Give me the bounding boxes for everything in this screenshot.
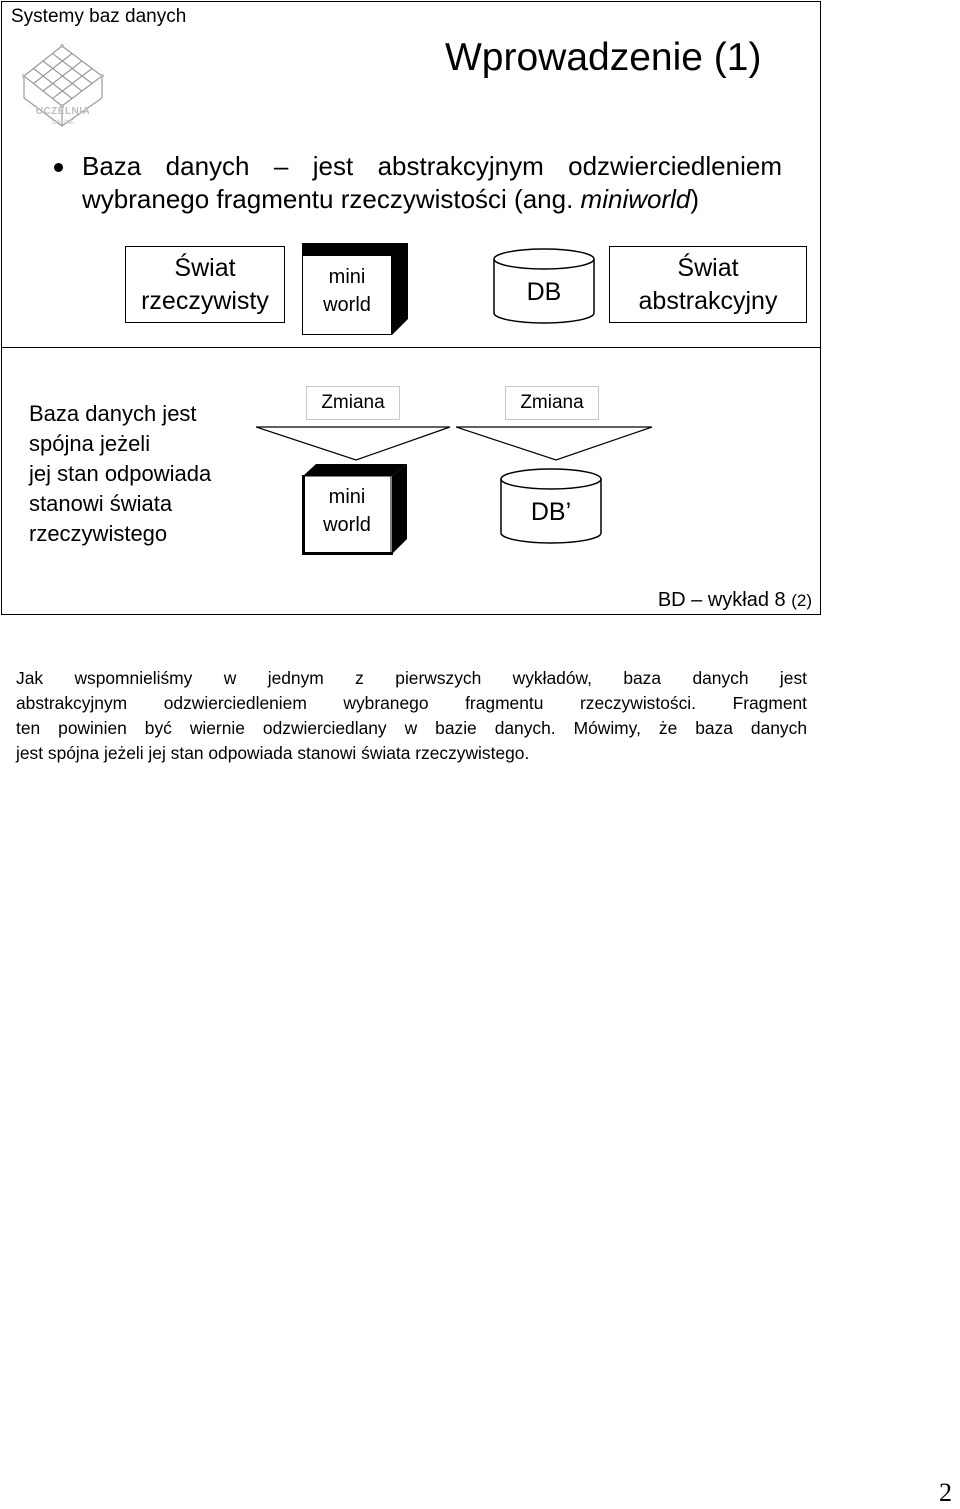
notes-line-2: abstrakcyjnym odzwierciedleniem wybraneg… — [16, 691, 807, 716]
consistency-line-2: spójna jeżeli — [29, 429, 269, 459]
abstract-world-line-2: abstrakcyjny — [639, 285, 778, 318]
bullet-line-2-close: ) — [690, 184, 699, 214]
page-number: 2 — [939, 1478, 952, 1508]
mini-world-bottom-line-1: mini — [302, 483, 392, 511]
logo-text: UCZELNIA — [28, 106, 98, 117]
mini-world-cube-bottom: mini world — [302, 463, 408, 555]
real-world-line-1: Świat — [174, 252, 235, 285]
real-world-box: Świat rzeczywisty — [125, 246, 285, 323]
bullet-line-2: wybranego fragmentu rzeczywistości (ang.… — [82, 184, 699, 214]
footer-slide-number: (2) — [791, 591, 812, 610]
db-label: DB — [492, 278, 596, 307]
mini-world-cube-top: mini world — [302, 243, 408, 335]
slide-title: Wprowadzenie (1) — [445, 36, 761, 80]
consistency-line-1: Baza danych jest — [29, 399, 269, 429]
slide-footer: BD – wykład 8 (2) — [658, 589, 812, 612]
lecture-notes: Jak wspomnieliśmy w jednym z pierwszych … — [16, 666, 807, 766]
slide-frame: Systemy baz danych UCZELNIA ONLINE Wprow… — [1, 1, 821, 615]
change-arrow-right-icon — [456, 426, 654, 462]
consistency-line-3: jej stan odpowiada — [29, 459, 269, 489]
miniworld-term: miniworld — [581, 184, 691, 214]
notes-line-4: jest spójna jeżeli jej stan odpowiada st… — [16, 743, 529, 763]
db-changed-label: DB’ — [499, 498, 603, 527]
abstract-world-line-1: Świat — [677, 252, 738, 285]
bullet-line-2-text: wybranego fragmentu rzeczywistości (ang. — [82, 184, 581, 214]
consistency-line-4: stanowi świata — [29, 489, 269, 519]
change-arrow-left-icon — [256, 426, 452, 462]
section-divider — [2, 347, 820, 348]
consistency-line-5: rzeczywistego — [29, 519, 269, 549]
bullet-dot-icon — [54, 163, 63, 172]
change-label-left: Zmiana — [306, 386, 400, 420]
notes-line-3: ten powinien być wiernie odzwierciedlany… — [16, 716, 807, 741]
consistency-text: Baza danych jest spójna jeżeli jej stan … — [29, 399, 269, 549]
notes-line-1: Jak wspomnieliśmy w jednym z pierwszych … — [16, 666, 807, 691]
mini-world-top-line-2: world — [302, 291, 392, 319]
bullet-text: Baza danych – jest abstrakcyjnym odzwier… — [82, 150, 782, 216]
change-label-right: Zmiana — [505, 386, 599, 420]
course-title: Systemy baz danych — [11, 6, 186, 28]
real-world-line-2: rzeczywisty — [141, 285, 269, 318]
logo-subtext: ONLINE — [28, 120, 98, 126]
mini-world-top-line-1: mini — [302, 263, 392, 291]
mini-world-bottom-line-2: world — [302, 511, 392, 539]
abstract-world-box: Świat abstrakcyjny — [609, 246, 807, 323]
footer-lecture: BD – wykład 8 — [658, 589, 786, 611]
bullet-line-1: Baza danych – jest abstrakcyjnym odzwier… — [82, 150, 782, 183]
